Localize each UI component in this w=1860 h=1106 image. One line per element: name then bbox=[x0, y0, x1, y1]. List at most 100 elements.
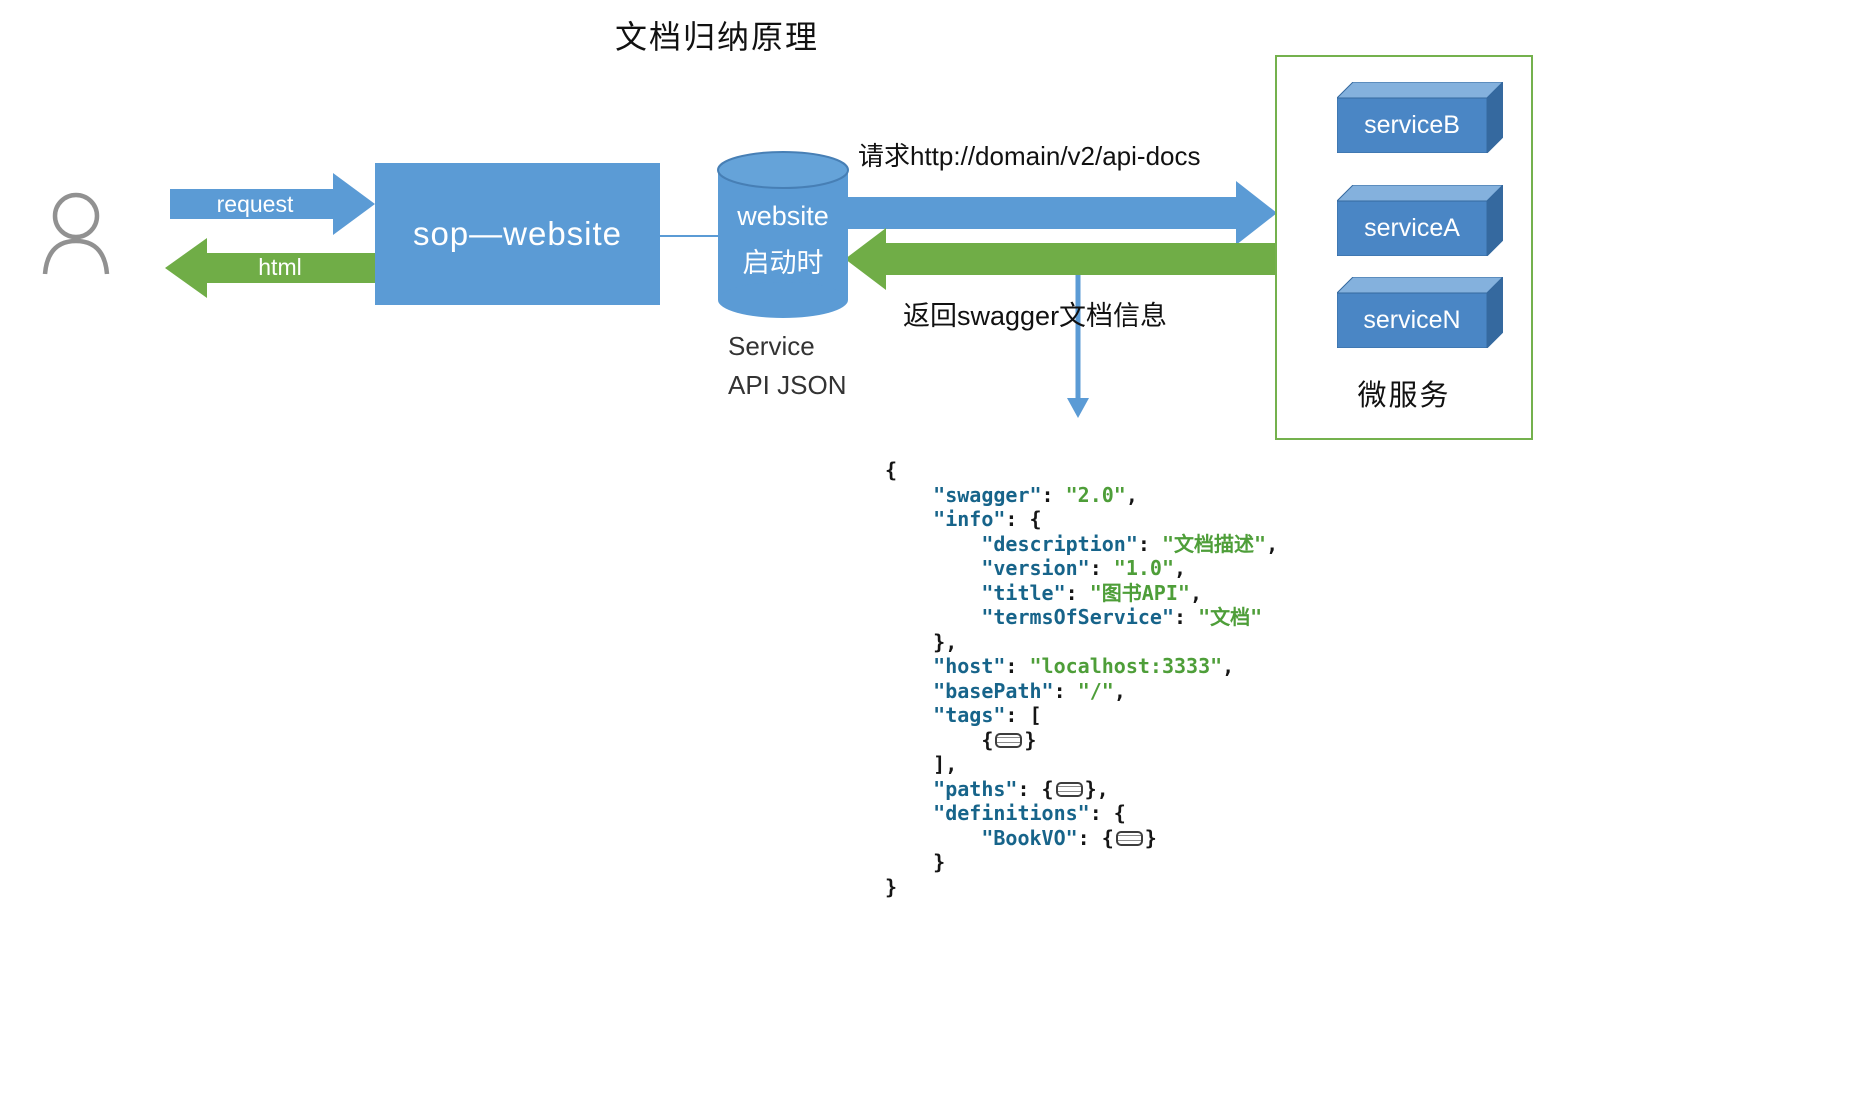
diagram-title: 文档归纳原理 bbox=[615, 19, 820, 55]
cylinder-caption: Service API JSON bbox=[728, 327, 846, 405]
code-segment bbox=[885, 703, 933, 727]
code-segment: "version" bbox=[981, 556, 1090, 580]
code-line: "info": { bbox=[885, 507, 1278, 532]
code-segment: , bbox=[1125, 482, 1138, 507]
code-segment: "图书API" bbox=[1089, 580, 1190, 605]
code-segment: , bbox=[1222, 654, 1235, 678]
code-segment bbox=[885, 654, 933, 678]
code-segment bbox=[885, 532, 981, 556]
code-line: "swagger": "2.0", bbox=[885, 483, 1278, 508]
code-segment: "host" bbox=[933, 654, 1006, 678]
cylinder-caption-line1: Service bbox=[728, 331, 815, 361]
cylinder-label-line1: website bbox=[737, 201, 829, 231]
cube-icon bbox=[1335, 80, 1505, 155]
code-line: "version": "1.0", bbox=[885, 556, 1278, 581]
api-docs-request-arrow bbox=[845, 181, 1277, 245]
code-segment: ], bbox=[885, 752, 958, 776]
code-segment: "文档" bbox=[1198, 605, 1263, 629]
code-segment: }, bbox=[885, 629, 958, 654]
service-box-b: serviceB bbox=[1335, 80, 1505, 155]
code-line: { bbox=[885, 458, 1278, 483]
code-segment: , bbox=[1174, 556, 1187, 580]
code-segment bbox=[885, 679, 933, 703]
code-segment: , bbox=[1113, 678, 1126, 703]
code-line: "tags": [ bbox=[885, 703, 1278, 728]
service-label: serviceA bbox=[1364, 214, 1460, 242]
service-label: serviceB bbox=[1364, 111, 1460, 139]
code-segment: }, bbox=[1084, 776, 1109, 801]
code-segment: : { bbox=[1005, 507, 1042, 531]
code-segment: "termsOfService" bbox=[981, 605, 1174, 629]
code-segment: "info" bbox=[933, 507, 1006, 531]
code-segment: "definitions" bbox=[933, 801, 1090, 825]
service-label: serviceN bbox=[1363, 306, 1461, 334]
sop-website-box: sop—website bbox=[375, 163, 660, 305]
code-segment: "BookVO" bbox=[981, 825, 1078, 850]
code-segment bbox=[885, 777, 933, 801]
code-line: "host": "localhost:3333", bbox=[885, 654, 1278, 679]
code-line: "description": "文档描述", bbox=[885, 532, 1278, 557]
code-line: "basePath": "/", bbox=[885, 679, 1278, 704]
code-segment bbox=[885, 826, 981, 850]
code-segment: "1.0" bbox=[1113, 556, 1175, 580]
code-fold-icon bbox=[1115, 830, 1143, 846]
code-segment: , bbox=[1189, 580, 1202, 605]
microservices-caption: 微服务 bbox=[1357, 380, 1451, 412]
code-segment: "文档描述" bbox=[1161, 531, 1267, 556]
code-segment: } bbox=[885, 874, 898, 899]
code-segment: "swagger" bbox=[933, 482, 1042, 507]
code-segment: : { bbox=[1017, 776, 1054, 801]
code-line: } bbox=[885, 875, 1278, 900]
code-segment: "2.0" bbox=[1065, 482, 1126, 507]
json-output-arrow-head bbox=[1067, 398, 1089, 418]
code-segment: : [ bbox=[1005, 703, 1042, 727]
html-arrow-label: html bbox=[258, 254, 302, 280]
code-segment: : bbox=[1005, 654, 1030, 678]
code-segment: { bbox=[885, 458, 898, 482]
code-line: "paths": {}, bbox=[885, 777, 1278, 802]
code-segment: "paths" bbox=[933, 776, 1018, 801]
swagger-return-label: 返回swagger文档信息 bbox=[903, 301, 1168, 331]
sop-website-label: sop—website bbox=[412, 215, 623, 252]
code-segment: : bbox=[1089, 556, 1114, 580]
code-segment bbox=[885, 605, 981, 629]
code-segment: : bbox=[1041, 482, 1066, 507]
code-segment: } bbox=[885, 850, 946, 874]
service-box-a: serviceA bbox=[1335, 183, 1505, 258]
code-segment: : bbox=[1065, 580, 1090, 605]
code-segment: : bbox=[1137, 531, 1162, 556]
code-line: }, bbox=[885, 630, 1278, 655]
code-segment: : bbox=[1053, 678, 1078, 703]
code-segment bbox=[885, 483, 933, 507]
code-segment bbox=[885, 801, 933, 825]
cube-icon bbox=[1335, 275, 1505, 350]
request-arrow-label: request bbox=[216, 191, 294, 217]
code-segment: "tags" bbox=[933, 703, 1006, 727]
code-line: "BookVO": {} bbox=[885, 826, 1278, 851]
code-segment: "basePath" bbox=[933, 678, 1054, 703]
code-segment: "title" bbox=[981, 580, 1066, 605]
code-segment: , bbox=[1266, 531, 1279, 556]
code-line: } bbox=[885, 850, 1278, 875]
user-icon bbox=[42, 192, 110, 275]
code-line: "definitions": { bbox=[885, 801, 1278, 826]
code-line: "title": "图书API", bbox=[885, 581, 1278, 606]
code-segment: { bbox=[885, 727, 994, 752]
service-box-n: serviceN bbox=[1335, 275, 1505, 350]
cylinder-caption-line2: API JSON bbox=[728, 370, 847, 400]
code-line: ], bbox=[885, 752, 1278, 777]
code-segment bbox=[885, 507, 933, 531]
microservices-panel: serviceB serviceA serviceN 微服务 bbox=[1275, 55, 1533, 440]
code-segment: : { bbox=[1089, 801, 1126, 825]
code-segment: } bbox=[1144, 825, 1157, 850]
code-segment bbox=[885, 581, 981, 605]
code-line: {} bbox=[885, 728, 1278, 753]
code-segment: : { bbox=[1077, 825, 1114, 850]
code-segment: "localhost:3333" bbox=[1029, 654, 1223, 678]
code-segment: } bbox=[1024, 727, 1037, 752]
code-line: "termsOfService": "文档" bbox=[885, 605, 1278, 630]
code-segment: : bbox=[1173, 605, 1199, 629]
code-fold-icon bbox=[1055, 781, 1083, 797]
code-segment: "/" bbox=[1077, 678, 1114, 703]
